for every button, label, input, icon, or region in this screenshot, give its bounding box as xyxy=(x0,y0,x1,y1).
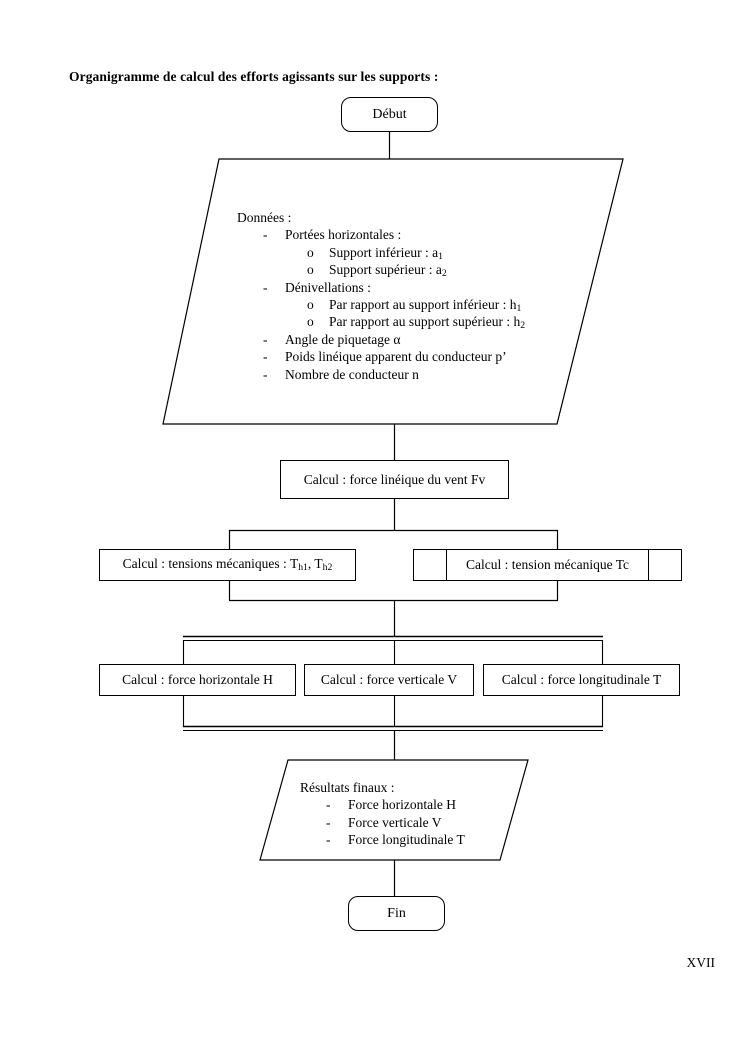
bullet-dash-icon: - xyxy=(263,366,268,382)
input-item-label: Portées horizontales : xyxy=(285,227,402,243)
input-block-heading: Données : xyxy=(237,210,292,225)
bullet-dash-icon: - xyxy=(263,227,268,243)
flow-node-wind-force-label: Calcul : force linéique du vent Fv xyxy=(303,471,486,487)
tension-h-prefix: Calcul : tensions mécaniques : T xyxy=(122,556,299,572)
output-item: - Force horizontale H xyxy=(326,796,465,813)
input-item: - Poids linéique apparent du conducteur p… xyxy=(263,348,525,365)
flow-node-tension-mechanical-h[interactable]: Calcul : tensions mécaniques : Th1, Th2 xyxy=(99,549,356,581)
flow-node-force-horizontal[interactable]: Calcul : force horizontale H xyxy=(99,664,296,696)
flow-node-start[interactable]: Début xyxy=(341,97,438,132)
input-item-subscript: 1 xyxy=(516,303,522,315)
tension-h-sub1: h1 xyxy=(298,562,308,574)
input-item-label: Angle de piquetage α xyxy=(285,331,401,347)
input-item-label: Par rapport au support inférieur : h xyxy=(329,296,517,312)
bullet-circle-icon: o xyxy=(307,262,314,278)
input-item-subscript: 1 xyxy=(438,250,443,262)
flow-node-tension-mechanical-c-label: Calcul : tension mécanique Tc xyxy=(465,557,629,572)
flow-node-tension-mechanical-h-label: Calcul : tensions mécaniques : Th1, Th2 xyxy=(123,556,333,573)
flow-node-start-label: Début xyxy=(372,106,407,122)
input-item-label: Par rapport au support supérieur : h xyxy=(329,314,521,330)
page-number: XVII xyxy=(686,955,716,970)
input-item: - Dénivellations : xyxy=(263,279,525,296)
flow-node-end[interactable]: Fin xyxy=(348,896,445,931)
input-item-subscript: 2 xyxy=(441,268,447,280)
input-item-label: Nombre de conducteur n xyxy=(285,366,419,382)
tension-h-sub2: h2 xyxy=(322,562,333,574)
input-item: - Portées horizontales : xyxy=(263,226,525,243)
page-title: Organigramme de calcul des efforts agiss… xyxy=(69,69,439,84)
bullet-circle-icon: o xyxy=(307,244,314,260)
output-block-text: Résultats finaux : -Force horizontale H … xyxy=(300,779,465,849)
output-item: - Force verticale V xyxy=(326,814,465,831)
flow-node-force-horizontal-label: Calcul : force horizontale H xyxy=(122,672,273,687)
output-item-label: Force verticale V xyxy=(348,814,442,830)
input-item: - Angle de piquetage α xyxy=(263,331,525,348)
bullet-dash-icon: - xyxy=(263,279,268,295)
input-item-label: Dénivellations : xyxy=(285,279,371,295)
flow-node-tension-mechanical-c[interactable]: Calcul : tension mécanique Tc xyxy=(446,549,649,581)
bullet-circle-icon: o xyxy=(307,296,314,312)
flow-node-force-vertical-label: Calcul : force verticale V xyxy=(320,672,458,687)
input-item: o Par rapport au support supérieur : h2 xyxy=(307,313,526,332)
input-item-label: Poids linéique apparent du conducteur p’ xyxy=(285,349,507,365)
tension-h-mid: , T xyxy=(307,556,323,572)
bullet-dash-icon: - xyxy=(326,832,331,848)
input-item: o Support inférieur : a1 xyxy=(307,244,525,262)
flow-node-force-longitudinal-label: Calcul : force longitudinale T xyxy=(501,672,662,687)
flow-node-force-vertical[interactable]: Calcul : force verticale V xyxy=(304,664,474,696)
flow-node-force-longitudinal[interactable]: Calcul : force longitudinale T xyxy=(483,664,680,696)
input-item-label: Support supérieur : a xyxy=(329,262,442,278)
output-block-heading: Résultats finaux : xyxy=(300,780,395,795)
bullet-dash-icon: - xyxy=(263,331,268,347)
output-item-label: Force horizontale H xyxy=(348,797,456,813)
input-item: o Support supérieur : a2 xyxy=(307,261,525,280)
output-item: - Force longitudinale T xyxy=(326,831,465,848)
flow-node-end-label: Fin xyxy=(387,905,406,921)
input-item-subscript: 2 xyxy=(520,320,526,332)
bullet-circle-icon: o xyxy=(307,314,314,330)
flow-node-wind-force[interactable]: Calcul : force linéique du vent Fv xyxy=(280,460,509,499)
bullet-dash-icon: - xyxy=(263,349,268,365)
bullet-dash-icon: - xyxy=(326,814,331,830)
input-item: - Nombre de conducteur n xyxy=(263,366,525,383)
bullet-dash-icon: - xyxy=(326,797,331,813)
output-item-label: Force longitudinale T xyxy=(348,832,465,848)
input-item: o Par rapport au support inférieur : h1 xyxy=(307,296,525,315)
input-item-label: Support inférieur : a xyxy=(329,244,439,260)
